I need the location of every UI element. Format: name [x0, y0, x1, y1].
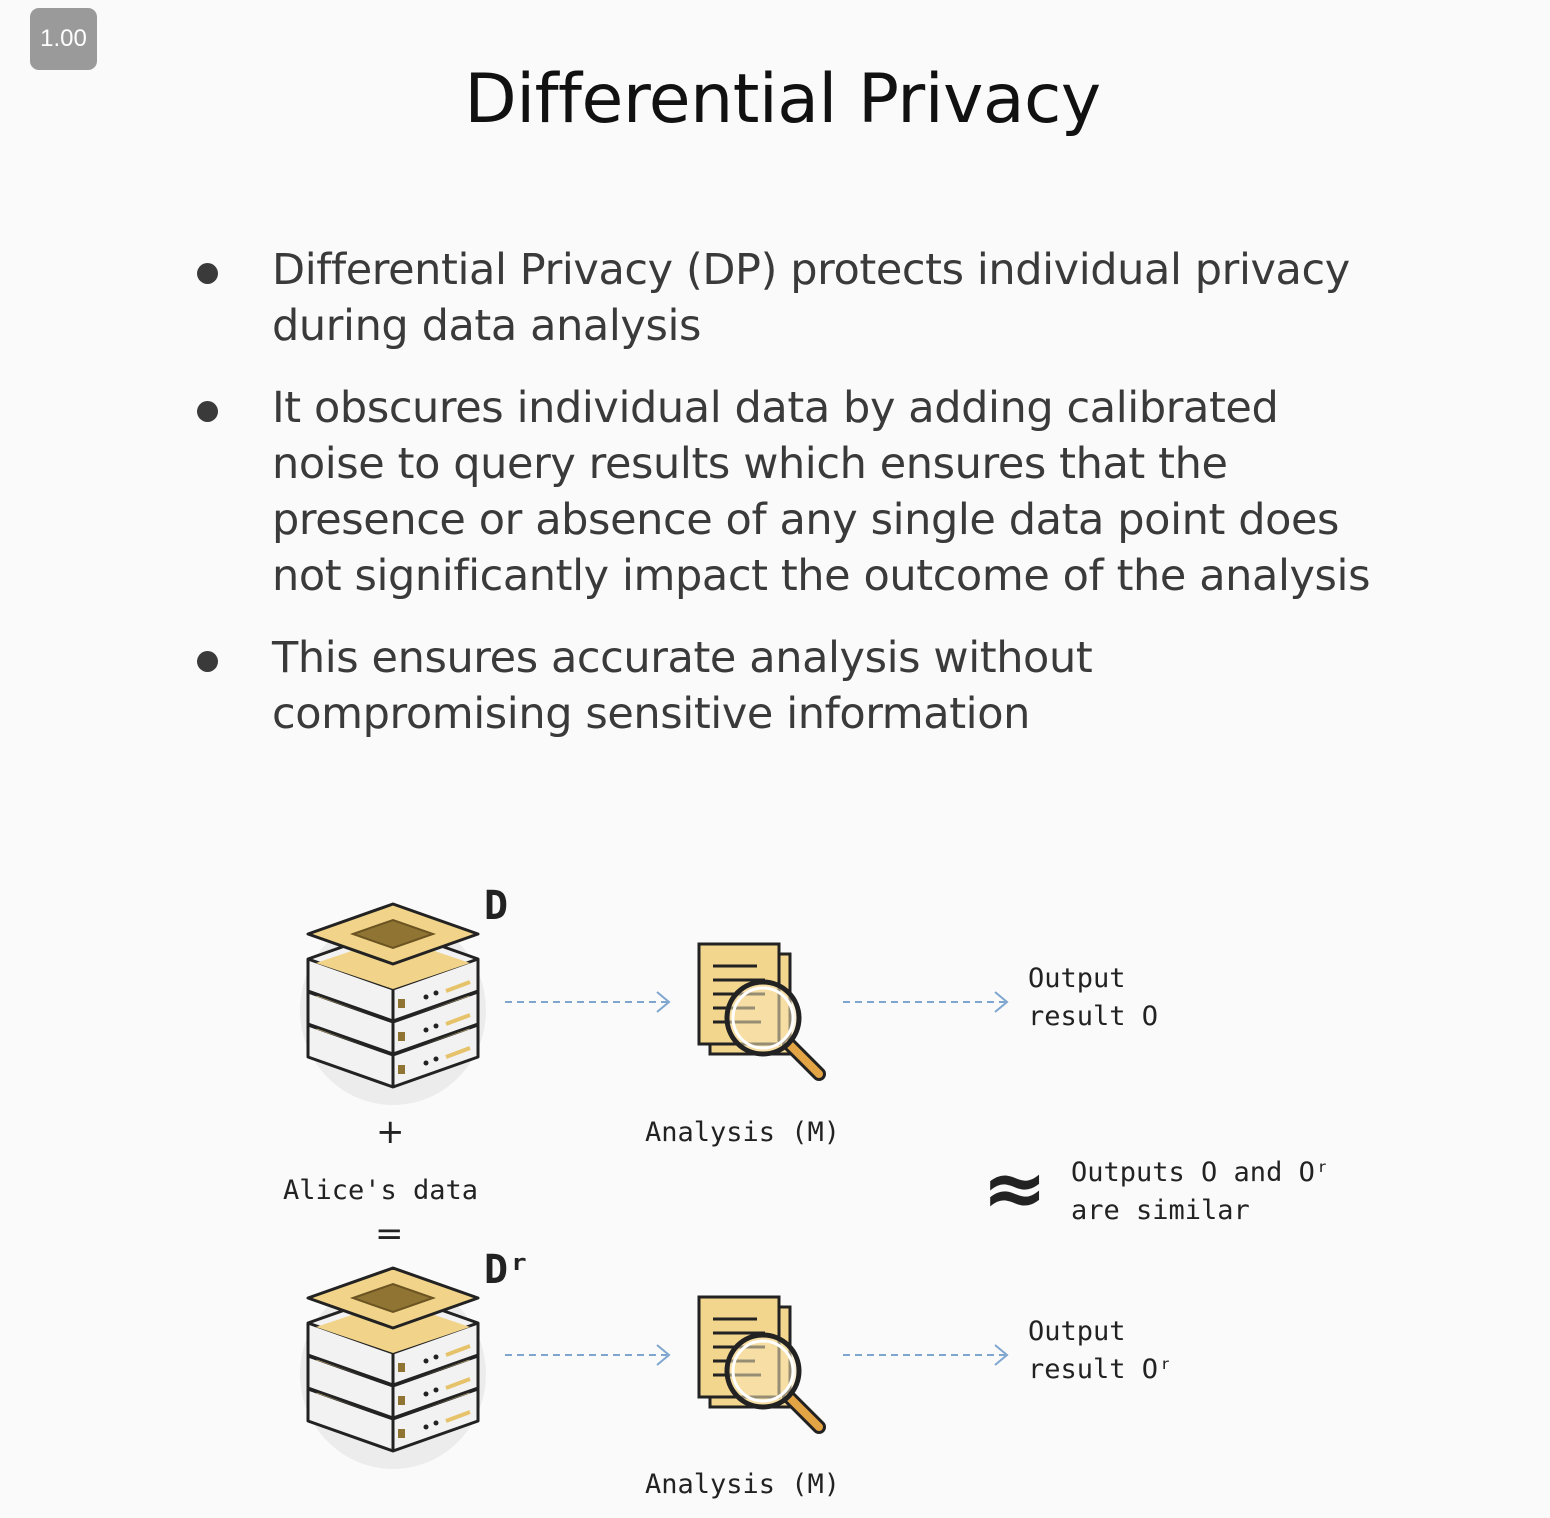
document-magnifier-icon [695, 940, 835, 1090]
bullet-item: It obscures individual data by adding ca… [195, 380, 1395, 604]
bullet-dot-icon [197, 401, 218, 422]
database-icon [300, 902, 486, 1105]
alice-data-label: Alice's data [283, 1175, 479, 1206]
output-bottom-line2: result Oʳ [1028, 1354, 1175, 1385]
dataset-label-d: D [484, 883, 509, 929]
arrow-icon [505, 991, 671, 1013]
bullet-dot-icon [197, 263, 218, 284]
arrow-icon [843, 991, 1009, 1013]
bullet-text: It obscures individual data by adding ca… [272, 383, 1371, 601]
output-top-line2: result O [1028, 1001, 1159, 1032]
analysis-label-bottom: Analysis (M) [645, 1469, 841, 1500]
bullet-item: This ensures accurate analysis without c… [195, 630, 1395, 742]
similar-line2: are similar [1071, 1195, 1250, 1226]
slide-title: Differential Privacy [464, 60, 1101, 139]
bullet-list: Differential Privacy (DP) protects indiv… [195, 242, 1395, 768]
bullet-text: This ensures accurate analysis without c… [272, 633, 1093, 739]
output-top-line1: Output [1028, 963, 1126, 994]
arrow-icon [505, 1344, 671, 1366]
dataset-label-d-prime: Dʳ [484, 1247, 533, 1293]
plus-symbol: + [376, 1112, 405, 1152]
arrow-icon [843, 1344, 1009, 1366]
bullet-item: Differential Privacy (DP) protects indiv… [195, 242, 1395, 354]
bullet-text: Differential Privacy (DP) protects indiv… [272, 245, 1350, 351]
database-icon [300, 1266, 486, 1469]
zoom-level-badge: 1.00 [30, 8, 97, 70]
equals-symbol: = [375, 1214, 404, 1254]
document-magnifier-icon [695, 1293, 835, 1443]
analysis-label-top: Analysis (M) [645, 1117, 841, 1148]
bullet-dot-icon [197, 651, 218, 672]
output-bottom-line1: Output [1028, 1316, 1126, 1347]
approx-equal-icon: ≈ [982, 1144, 1048, 1234]
similar-line1: Outputs O and Oʳ [1071, 1157, 1332, 1188]
